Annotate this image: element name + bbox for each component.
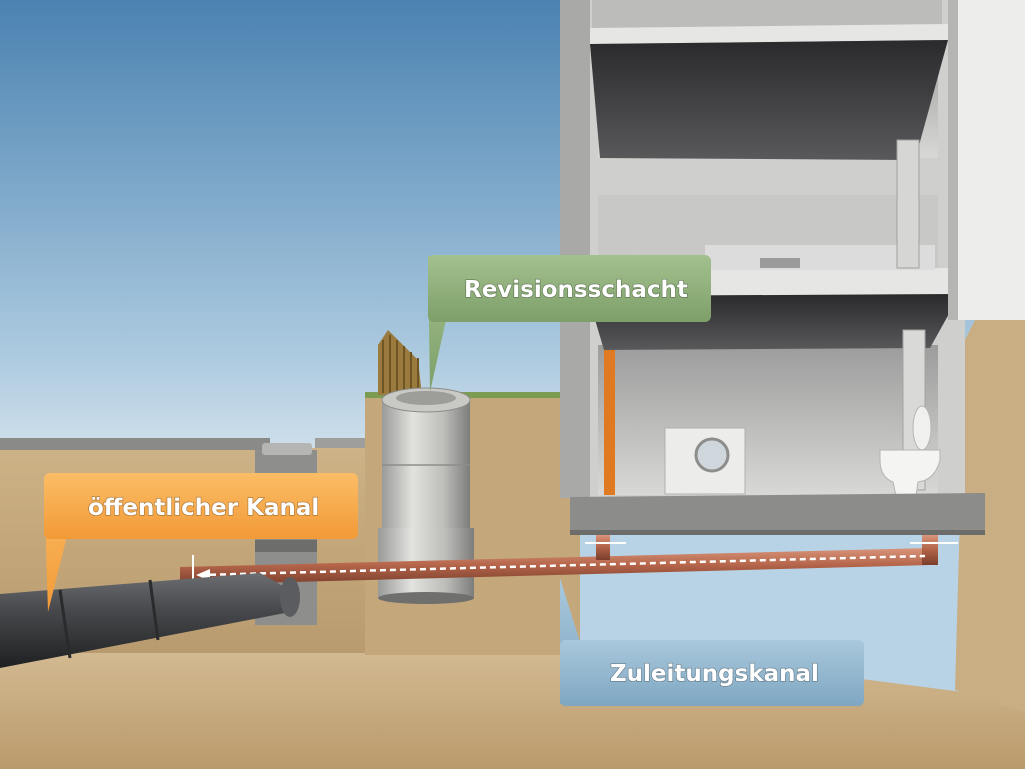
excavation-floor <box>0 625 1025 769</box>
callout-public-sewer: öffentlicher Kanal <box>44 473 358 612</box>
connection-pipe <box>180 535 958 598</box>
lawn-strip <box>365 392 580 398</box>
callout-inspection-shaft: Revisionsschacht <box>428 255 711 392</box>
label-connection-pipe: Zuleitungskanal <box>610 661 819 687</box>
wooden-fence <box>378 330 422 395</box>
coping-left <box>0 438 270 450</box>
rainwater-downpipe <box>604 350 615 495</box>
earth-wall-right <box>955 315 1025 712</box>
flow-arrow-line <box>199 554 926 577</box>
public-sewer-pipe <box>0 573 300 668</box>
label-inspection-shaft: Revisionsschacht <box>464 277 688 303</box>
callout-connection-pipe: Zuleitungskanal <box>560 578 864 706</box>
label-public-sewer: öffentlicher Kanal <box>88 495 319 521</box>
